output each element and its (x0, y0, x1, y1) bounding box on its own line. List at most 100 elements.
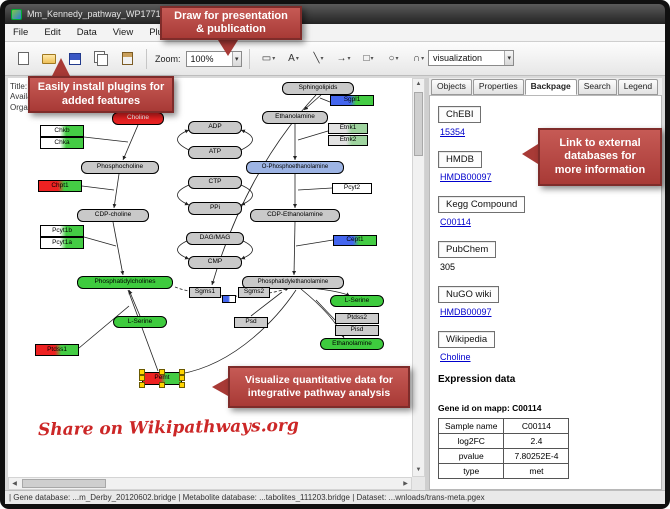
node-pcyt1a[interactable]: Pcyt1a (40, 237, 84, 249)
node-l-serine-left[interactable]: L-Serine (113, 316, 167, 328)
node-sgpl1[interactable]: Sgpl1 (330, 94, 374, 106)
node-small-gene[interactable] (222, 295, 236, 303)
node-sphingolipids[interactable]: Sphingolipids (282, 81, 354, 95)
node-ppi[interactable]: PPi (188, 201, 242, 215)
selection-handle[interactable] (179, 368, 185, 375)
zoom-combobox[interactable]: 100% ▾ (185, 50, 242, 67)
line-icon: ╲ (313, 52, 320, 64)
node-adp[interactable]: ADP (188, 120, 242, 134)
selection-handle[interactable] (139, 375, 145, 381)
copy-button[interactable] (89, 47, 113, 71)
panel-splitter[interactable] (425, 78, 429, 490)
node-pcyt1b[interactable]: Pcyt1b (40, 225, 84, 237)
tab-properties[interactable]: Properties (472, 79, 524, 95)
tab-search[interactable]: Search (577, 79, 617, 95)
vertical-scrollbar[interactable]: ▲ ▼ (412, 78, 425, 477)
external-link[interactable]: Choline (440, 352, 471, 362)
paste-button[interactable] (115, 47, 139, 71)
new-icon (17, 52, 29, 65)
node-ethanolamine-top[interactable]: Ethanolamine (262, 110, 328, 124)
window-title: Mm_Kennedy_pathway_WP1771_45176.gpml (27, 9, 213, 19)
section-header: HMDB (438, 151, 482, 168)
external-link[interactable]: 15354 (440, 127, 466, 137)
toolbar-separator (248, 48, 250, 69)
node-phosphocholine[interactable]: Phosphocholine (81, 160, 159, 174)
selection-handle[interactable] (159, 381, 165, 388)
expression-cell: C00114 (503, 418, 570, 434)
label-tool-button[interactable]: A▾ (282, 47, 306, 71)
node-atp[interactable]: ATP (188, 145, 242, 159)
node-sgms2[interactable]: Sgms2 (238, 286, 270, 298)
node-pcyt2[interactable]: Pcyt2 (332, 182, 372, 194)
node-l-serine-right[interactable]: L-Serine (330, 295, 384, 307)
expression-cell: 7.80252E-4 (503, 448, 570, 464)
external-link[interactable]: C00114 (440, 217, 471, 227)
backpage-section: HMDB HMDB00097 (438, 149, 653, 182)
scroll-down-icon[interactable]: ▼ (415, 467, 422, 473)
node-o-phosphoethanolamine[interactable]: O-Phosphoethanolamine (246, 160, 344, 174)
line-tool-button[interactable]: ╲▾ (307, 47, 331, 71)
tab-objects[interactable]: Objects (431, 79, 472, 95)
node-dag-mag[interactable]: DAG/MAG (186, 231, 244, 245)
scroll-left-icon[interactable]: ◀ (12, 481, 17, 487)
oval-tool-button[interactable]: ○▾ (382, 47, 406, 71)
tab-backpage[interactable]: Backpage (524, 79, 577, 95)
selection-handle[interactable] (179, 375, 185, 381)
arrow-tool-button[interactable]: →▾ (332, 47, 356, 71)
node-choline[interactable]: Choline (112, 111, 164, 125)
menu-view[interactable]: View (112, 27, 134, 38)
node-phosphatidylethanolamine[interactable]: Phosphatidylethanolamine (242, 275, 344, 289)
node-sgms1[interactable]: Sgms1 (189, 286, 221, 298)
node-phosphatidylcholines[interactable]: Phosphatidylcholines (77, 275, 173, 289)
node-ethanolamine-bottom[interactable]: Ethanolamine (320, 338, 384, 350)
menu-data[interactable]: Data (76, 27, 97, 38)
callout-plugins-arrow-icon (52, 58, 70, 76)
node-cept1[interactable]: Cept1 (333, 234, 377, 246)
node-chka[interactable]: Chka (40, 137, 84, 149)
menu-edit[interactable]: Edit (44, 27, 61, 38)
node-ptdss1[interactable]: Ptdss1 (35, 344, 79, 356)
selection-handle[interactable] (139, 381, 145, 388)
node-chkb[interactable]: Chkb (40, 125, 84, 137)
external-link[interactable]: HMDB00097 (440, 172, 492, 182)
status-text: | Gene database: ...m_Derby_20120602.bri… (9, 493, 485, 502)
selection-handle[interactable] (179, 381, 185, 388)
tab-legend[interactable]: Legend (617, 79, 659, 95)
chevron-down-icon: ▾ (295, 56, 299, 62)
node-ptdss2[interactable]: Ptdss2 (335, 312, 379, 324)
node-pisd[interactable]: Pisd (335, 324, 379, 336)
node-cdp-choline[interactable]: CDP-choline (77, 208, 149, 222)
datanode-tool-button[interactable]: ▭▾ (257, 47, 281, 71)
selection-handle[interactable] (139, 368, 145, 375)
section-header: Kegg Compound (438, 196, 526, 213)
arc-tool-button[interactable]: ∩▾ (407, 47, 431, 71)
node-cmp[interactable]: CMP (188, 255, 242, 269)
node-ctp[interactable]: CTP (188, 175, 242, 189)
zoom-value: 100% (190, 53, 214, 64)
scroll-up-icon[interactable]: ▲ (415, 81, 422, 87)
vertical-scroll-thumb[interactable] (414, 92, 423, 156)
rectangle-tool-button[interactable]: □▾ (357, 47, 381, 71)
expression-cell: Sample name (437, 418, 505, 434)
horizontal-scroll-thumb[interactable] (22, 479, 106, 488)
scroll-right-icon[interactable]: ▶ (403, 481, 408, 487)
callout-visualize-arrow-icon (212, 378, 228, 396)
chevron-down-icon: ▾ (347, 56, 351, 62)
node-cdp-ethanolamine[interactable]: CDP-Ethanolamine (250, 208, 340, 222)
menu-file[interactable]: File (13, 27, 29, 38)
node-etnk1[interactable]: Etnk1 (328, 122, 368, 134)
node-etnk2[interactable]: Etnk2 (328, 134, 368, 146)
horizontal-scrollbar[interactable]: ◀ ▶ (8, 477, 412, 490)
new-button[interactable] (11, 47, 35, 71)
title-bar[interactable]: Mm_Kennedy_pathway_WP1771_45176.gpml (5, 4, 665, 24)
node-chpt1[interactable]: Chpt1 (38, 180, 82, 192)
node-psd[interactable]: Psd (234, 316, 268, 328)
visualization-combobox[interactable]: visualization ▾ (428, 50, 514, 66)
selection-handle[interactable] (159, 368, 165, 375)
external-link[interactable]: HMDB00097 (440, 307, 492, 317)
